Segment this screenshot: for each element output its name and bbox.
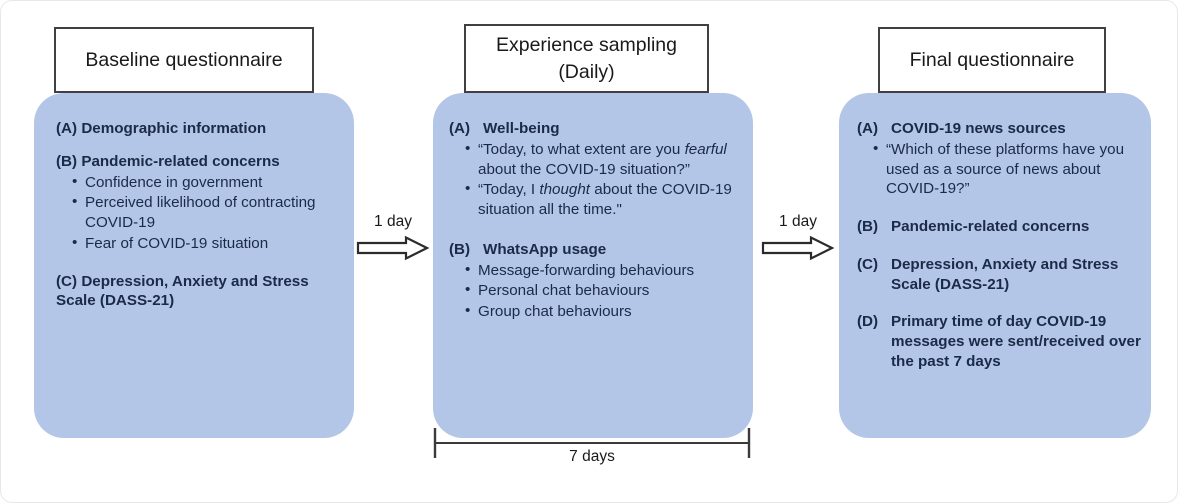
section-label: (D) — [857, 313, 879, 331]
section-title: Well-being — [483, 120, 560, 137]
stage-header-text: Baseline questionnaire — [85, 47, 282, 73]
section-label: (B) — [56, 152, 78, 170]
section-title: Depression, Anxiety and Stress Scale (DA… — [56, 272, 309, 310]
section-title: Depression, Anxiety and Stress Scale (DA… — [891, 255, 1119, 293]
list-item: Message-forwarding behaviours — [465, 260, 745, 281]
list-item: “Today, to what extent are you fearful a… — [465, 139, 745, 180]
duration-bracket-esm: 7 days — [433, 426, 751, 486]
section-final-c: (C) Depression, Anxiety and Stress Scale… — [857, 255, 1141, 295]
section-bullet-list: Confidence in government Perceived likel… — [56, 172, 340, 254]
section-label: (B) — [449, 240, 471, 258]
section-heading: (A) Well-being — [449, 119, 745, 139]
list-item: Confidence in government — [72, 172, 340, 193]
stage-header-baseline: Baseline questionnaire — [54, 27, 314, 93]
emphasis-thought: thought — [539, 181, 591, 199]
section-final-d: (D) Primary time of day COVID-19 message… — [857, 312, 1141, 371]
section-heading: (A) Demographic information — [56, 119, 340, 139]
stage-header-text: Experience sampling (Daily) — [496, 32, 677, 85]
section-title: COVID-19 news sources — [891, 120, 1066, 137]
section-heading: (B) WhatsApp usage — [449, 240, 745, 260]
section-heading: (D) Primary time of day COVID-19 message… — [857, 312, 1141, 371]
list-item: Perceived likelihood of contracting COVI… — [72, 192, 340, 233]
section-title: Primary time of day COVID-19 messages we… — [891, 313, 1141, 370]
section-title: Demographic information — [81, 120, 267, 137]
section-heading: (C) Depression, Anxiety and Stress Scale… — [56, 272, 340, 312]
header-line: (Daily) — [558, 60, 615, 83]
section-label: (A) — [449, 120, 471, 137]
stage-panel-experience-sampling: (A) Well-being “Today, to what extent ar… — [433, 93, 753, 438]
stage-panel-final: (A) COVID-19 news sources “Which of thes… — [839, 93, 1151, 438]
bracket-icon — [433, 428, 751, 458]
section-bullet-list: “Today, to what extent are you fearful a… — [449, 139, 745, 220]
duration-bracket-label: 7 days — [569, 448, 615, 465]
list-item: Group chat behaviours — [465, 301, 745, 322]
section-bullet-list: “Which of these platforms have you used … — [857, 139, 1141, 199]
section-heading: (B) Pandemic-related concerns — [56, 152, 340, 172]
connector-label: 1 day — [779, 213, 817, 230]
connector-label: 1 day — [374, 213, 412, 230]
section-heading: (A) COVID-19 news sources — [857, 119, 1141, 139]
section-title: WhatsApp usage — [483, 240, 607, 258]
header-line: Final questionnaire — [909, 48, 1075, 71]
right-block-arrow-icon — [761, 235, 835, 261]
section-label: (C) — [56, 272, 78, 290]
stage-body-final: (A) COVID-19 news sources “Which of thes… — [839, 93, 1151, 382]
stage-header-final: Final questionnaire — [878, 27, 1106, 93]
section-baseline-c: (C) Depression, Anxiety and Stress Scale… — [56, 272, 340, 312]
header-line: Baseline questionnaire — [85, 48, 283, 71]
list-item: “Which of these platforms have you used … — [873, 139, 1141, 199]
list-item: Personal chat behaviours — [465, 280, 745, 301]
header-line: Experience sampling — [495, 34, 677, 57]
stage-panel-baseline: (A) Demographic information (B) Pandemic… — [34, 93, 354, 438]
list-item: Fear of COVID-19 situation — [72, 233, 340, 254]
stage-header-experience-sampling: Experience sampling (Daily) — [464, 24, 709, 93]
right-block-arrow-icon — [356, 235, 430, 261]
section-bullet-list: Message-forwarding behaviours Personal c… — [449, 260, 745, 322]
stage-header-text: Final questionnaire — [910, 47, 1075, 73]
stage-body-experience-sampling: (A) Well-being “Today, to what extent ar… — [433, 93, 753, 333]
section-label: (A) — [56, 120, 78, 137]
connector-esm-to-final: 1 day — [758, 213, 838, 261]
section-title: Pandemic-related concerns — [81, 152, 280, 170]
section-title: Pandemic-related concerns — [891, 218, 1090, 235]
section-esm-b: (B) WhatsApp usage Message-forwarding be… — [449, 240, 745, 322]
section-heading: (B) Pandemic-related concerns — [857, 217, 1141, 237]
section-heading: (C) Depression, Anxiety and Stress Scale… — [857, 255, 1141, 295]
emphasis-fearful: fearful — [684, 140, 727, 158]
section-label: (C) — [857, 255, 879, 273]
stage-body-baseline: (A) Demographic information (B) Pandemic… — [34, 93, 354, 321]
section-label: (B) — [857, 218, 879, 235]
section-label: (A) — [857, 120, 879, 137]
section-esm-a: (A) Well-being “Today, to what extent ar… — [449, 119, 745, 220]
section-baseline-a: (A) Demographic information — [56, 119, 340, 139]
list-item: “Today, I thought about the COVID-19 sit… — [465, 179, 745, 220]
section-final-b: (B) Pandemic-related concerns — [857, 217, 1141, 237]
section-baseline-b: (B) Pandemic-related concerns Confidence… — [56, 152, 340, 254]
section-final-a: (A) COVID-19 news sources “Which of thes… — [857, 119, 1141, 199]
connector-baseline-to-esm: 1 day — [353, 213, 433, 261]
